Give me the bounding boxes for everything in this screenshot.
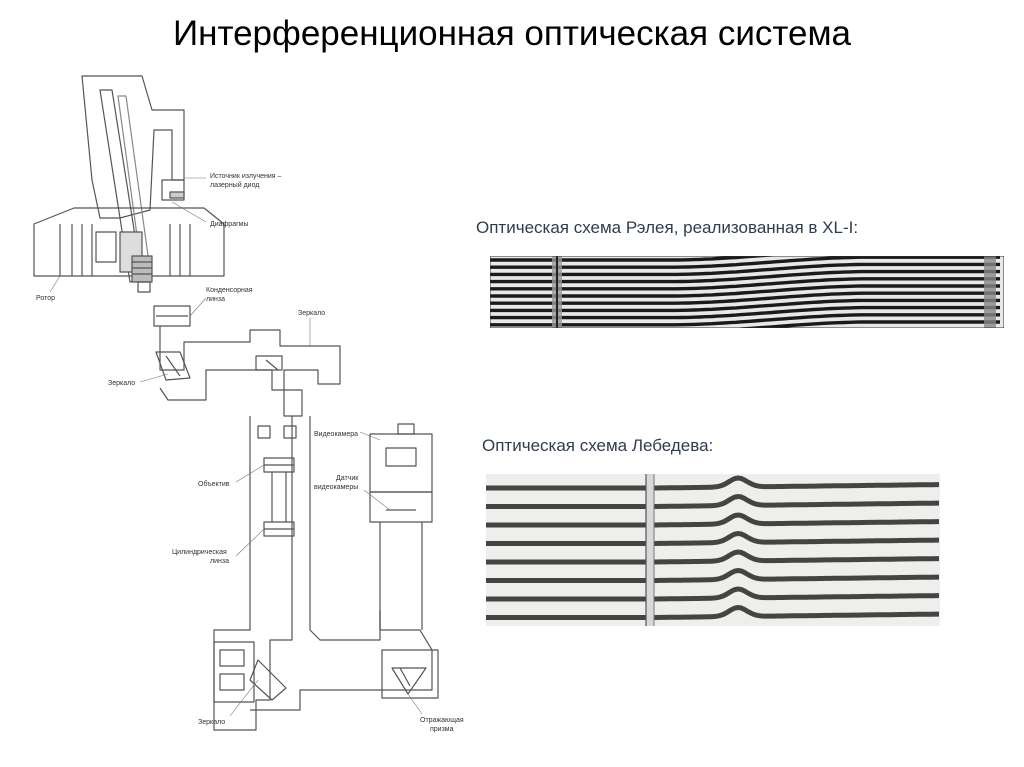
label-cyl-lens-2: линза — [210, 558, 229, 565]
label-mirror-left: Зеркало — [108, 380, 135, 387]
label-source-2: лазерный диод — [210, 181, 259, 189]
slide-title: Интерференционная оптическая система — [0, 14, 1024, 54]
lebedev-caption: Оптическая схема Лебедева: — [482, 436, 713, 456]
label-objective: Объектив — [198, 480, 230, 488]
label-condenser-1: Конденсорная — [206, 287, 253, 294]
label-mirror-top: Зеркало — [298, 310, 325, 317]
label-diaphragms: Диафрагмы — [210, 221, 249, 228]
label-sensor-2: видеокамеры — [314, 484, 358, 491]
rayleigh-fringe-image — [490, 256, 1004, 328]
label-condenser-2: линза — [206, 296, 225, 303]
lebedev-fringe-image — [486, 474, 940, 626]
rotor-body — [34, 208, 224, 276]
label-sensor-1: Датчик — [336, 475, 359, 482]
rayleigh-caption: Оптическая схема Рэлея, реализованная в … — [476, 218, 858, 238]
label-mirror-bottom: Зеркало — [198, 719, 225, 726]
label-prism-2: призма — [430, 726, 454, 733]
optical-scheme-diagram: Источник излучения – лазерный диод Диафр… — [20, 70, 490, 767]
label-videocamera: Видеокамера — [314, 431, 358, 438]
videocamera-housing — [250, 424, 432, 710]
upper-light-path — [156, 326, 340, 416]
cell-assembly — [132, 256, 152, 292]
label-prism-1: Отражающая — [420, 717, 464, 724]
label-rotor: Ротор — [36, 295, 55, 302]
label-source-1: Источник излучения – — [210, 173, 282, 180]
label-cyl-lens-1: Цилиндрическая — [172, 549, 227, 556]
objective-column — [214, 416, 380, 730]
